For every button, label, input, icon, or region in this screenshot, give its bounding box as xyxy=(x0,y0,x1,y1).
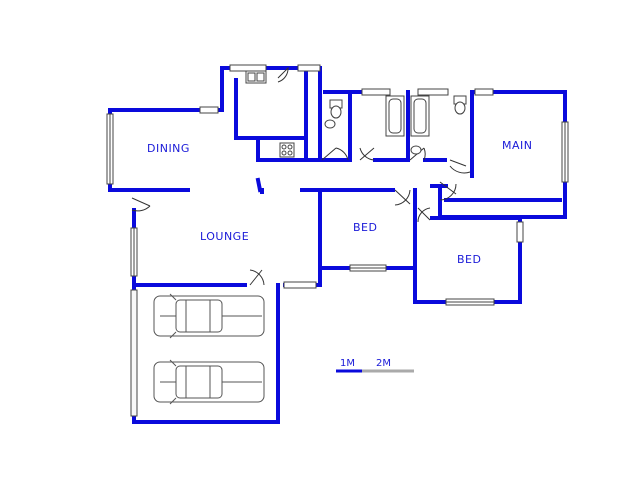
room-label-bed: BED xyxy=(457,253,481,266)
car-icon xyxy=(153,293,265,339)
scale-label-1m: 1M xyxy=(340,358,355,369)
bathroom-fixtures xyxy=(324,95,467,155)
room-label-dining: DINING xyxy=(147,142,190,155)
stove-icon xyxy=(279,142,295,158)
car-icon xyxy=(153,359,265,405)
basin-icon xyxy=(410,145,422,155)
doors xyxy=(131,66,471,286)
kitchen-fixtures xyxy=(245,70,295,158)
scale-bar: 1M 2M xyxy=(336,358,414,373)
scale-label-2m: 2M xyxy=(376,358,391,369)
room-label-main: MAIN xyxy=(502,139,533,152)
room-label-lounge: LOUNGE xyxy=(200,230,249,243)
windows xyxy=(106,64,569,417)
room-label-bed: BED xyxy=(353,221,377,234)
basin-icon xyxy=(324,119,336,129)
